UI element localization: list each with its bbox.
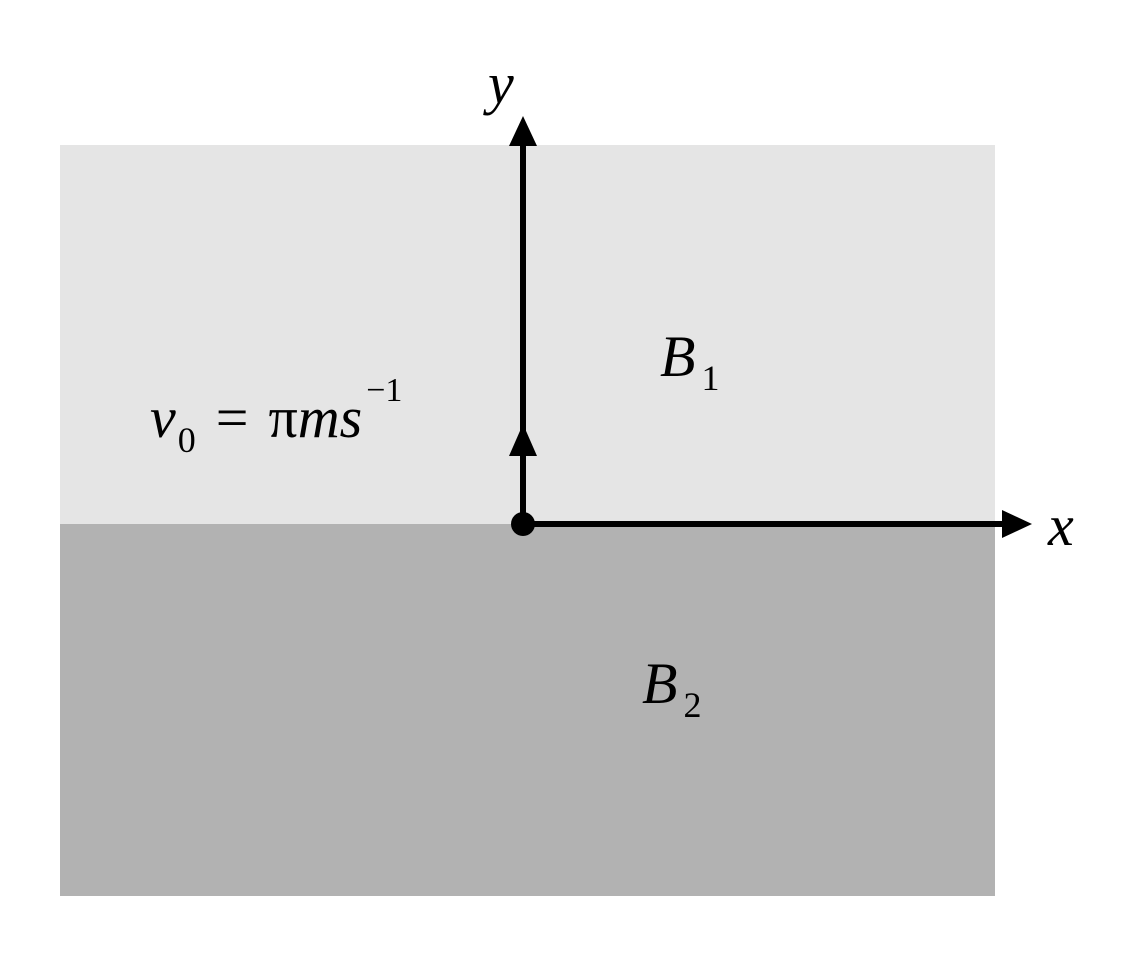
x-axis-label: x (1047, 493, 1074, 558)
y-axis-label: y (483, 51, 514, 116)
region-b1 (60, 145, 995, 524)
velocity-subscript: 0 (178, 420, 196, 460)
velocity-equation: v0 = πms−1 (150, 372, 402, 460)
velocity-arrowhead (509, 424, 537, 456)
velocity-exponent: −1 (366, 372, 402, 409)
velocity-symbol: v (150, 385, 176, 450)
region-b2-symbol: B (642, 651, 677, 716)
origin-particle (511, 512, 535, 536)
x-axis-arrowhead (1002, 510, 1032, 538)
region-b2-subscript: 2 (683, 685, 701, 725)
velocity-units: ms (298, 385, 362, 450)
region-b2 (60, 524, 995, 896)
velocity-equals: = (216, 385, 249, 450)
region-b1-subscript: 1 (701, 358, 719, 398)
velocity-pi: π (268, 385, 297, 450)
region-b1-symbol: B (660, 324, 695, 389)
y-axis-arrowhead (509, 116, 537, 146)
